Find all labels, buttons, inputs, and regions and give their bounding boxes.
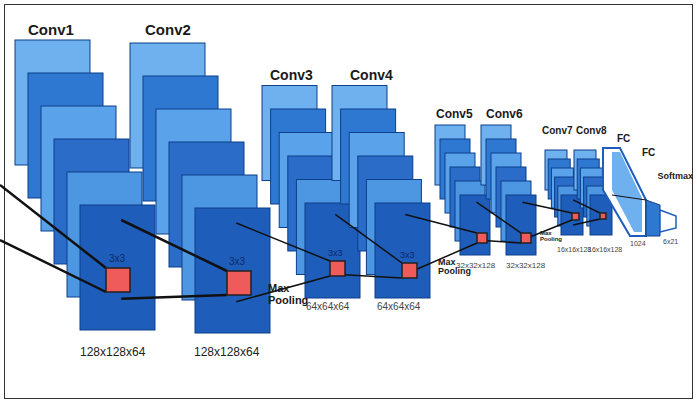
receptive-field-line [0, 185, 106, 268]
kernel-square [330, 261, 345, 276]
layer-name: Conv4 [350, 68, 393, 83]
kernel-square [521, 233, 531, 243]
connection-line [612, 195, 646, 200]
layer-annotation: Max Pooling [540, 230, 566, 243]
layer-annotation: 3x3 [400, 251, 415, 260]
receptive-field-line [523, 202, 573, 213]
layer-annotation: 128x128x64 [194, 346, 259, 359]
receptive-field-line [121, 220, 227, 271]
layer-name: FC [642, 148, 655, 159]
frame-border [5, 5, 693, 399]
layer-name: Conv8 [576, 126, 607, 137]
layer-annotation: 16x16x128 [557, 246, 591, 253]
kernel-square [477, 233, 487, 243]
kernel-square [600, 213, 606, 219]
kernel-square [402, 263, 417, 278]
layer-annotation: 64x64x64 [306, 302, 349, 313]
layer-name: Conv3 [270, 68, 313, 83]
layer-name: Conv5 [436, 108, 473, 121]
layer-annotation: 64x64x64 [377, 302, 420, 313]
layer-annotation: 3x3 [328, 249, 343, 258]
fc-layer-fill [612, 152, 642, 232]
layer-name: Conv2 [145, 22, 191, 38]
layer-name: Conv1 [28, 22, 74, 38]
receptive-field-line [573, 200, 600, 213]
receptive-field-line [477, 202, 522, 233]
layer-annotation: 128x128x64 [80, 346, 145, 359]
feature-map [460, 195, 490, 255]
layer-annotation: 3x3 [109, 254, 125, 265]
layer-annotation: 6x21 [663, 238, 678, 245]
softmax-layer [660, 210, 676, 232]
receptive-field-line [236, 223, 330, 261]
layer-name: Conv7 [542, 126, 573, 137]
receptive-field-line [335, 214, 402, 263]
layer-annotation: 32x32x128 [506, 262, 545, 270]
feature-map [80, 205, 155, 330]
kernel-square [227, 271, 251, 295]
receptive-field-line [405, 214, 477, 233]
layer-annotation: 32x32x128 [456, 262, 495, 270]
kernel-square [572, 213, 579, 220]
layer-name: Softmax [657, 172, 693, 181]
feature-map [561, 195, 583, 235]
feature-map [195, 208, 270, 333]
layer-annotation: 1024 [630, 240, 646, 247]
fc-layer [603, 148, 646, 236]
fc-layer [646, 200, 660, 236]
feature-map [375, 203, 430, 298]
receptive-field-line [121, 295, 227, 299]
layer-annotation: 16x16x128 [588, 246, 622, 253]
kernel-square [106, 268, 130, 292]
layer-name: FC [617, 134, 630, 145]
layer-annotation: 3x3 [229, 257, 245, 268]
layer-name: Conv6 [486, 108, 523, 121]
receptive-field-line [0, 240, 106, 292]
